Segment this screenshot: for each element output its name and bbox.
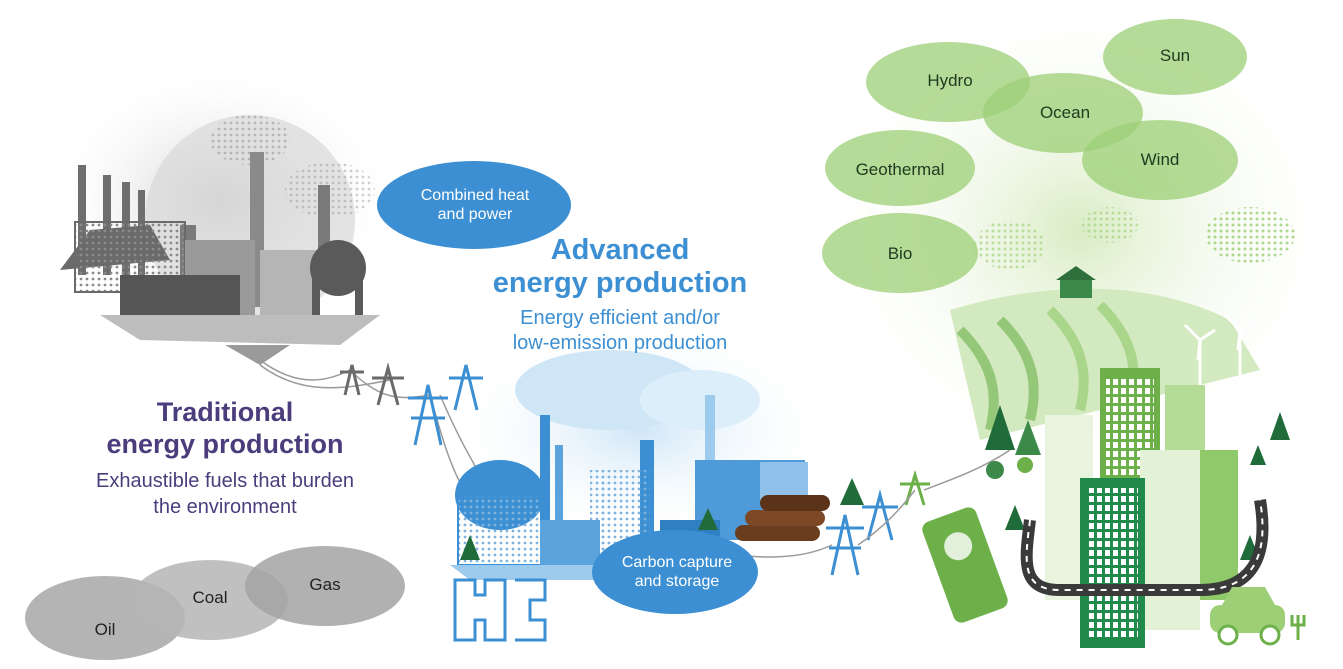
renewable-blob-sun: [1103, 19, 1247, 95]
renewable-blob-bio: [822, 213, 978, 293]
ccs-label-line1: Carbon capture: [621, 554, 733, 571]
advanced-title-line2: energy production: [492, 267, 748, 299]
fuel-label-oil: Oil: [94, 620, 116, 639]
traditional-subtitle: Exhaustible fuels that burden the enviro…: [50, 468, 400, 520]
advanced-title-line1: Advanced: [550, 234, 690, 266]
pylon-green-1: [900, 469, 930, 506]
renewable-city: [919, 266, 1306, 648]
pylon-grey-2: [372, 362, 404, 406]
pylon-grey-1: [340, 364, 364, 396]
chp-label: Combined heat and power: [390, 186, 560, 224]
advanced-subtitle: Energy efficient and/or low-emission pro…: [470, 306, 770, 356]
renewable-blob-geothermal: [825, 130, 975, 206]
chp-label-line1: Combined heat: [420, 187, 530, 204]
underground-pipe-1: [453, 578, 507, 642]
chp-label-line2: and power: [437, 206, 513, 223]
traditional-power-plant: [60, 115, 380, 365]
ccs-label-line2: and storage: [634, 573, 720, 590]
advanced-subtitle-line2: low-emission production: [512, 332, 728, 354]
traditional-subtitle-line2: the environment: [153, 496, 297, 518]
traditional-title-line1: Traditional: [156, 397, 294, 427]
green-cloud-patterns: [975, 207, 1295, 270]
renewable-label-hydro: Hydro: [927, 71, 973, 90]
renewable-blob-wind: [1082, 120, 1238, 200]
advanced-subtitle-line1: Energy efficient and/or: [520, 307, 720, 329]
chp-blob: [377, 161, 571, 249]
renewable-label-bio: Bio: [887, 244, 913, 263]
pylon-blue-3: [826, 514, 864, 576]
traditional-subtitle-line1: Exhaustible fuels that burden: [96, 470, 354, 492]
advanced-title: Advanced energy production: [460, 234, 780, 300]
ccs-label: Carbon capture and storage: [592, 553, 762, 591]
underground-pipe-2: [515, 578, 547, 642]
traditional-title-line2: energy production: [106, 429, 344, 459]
renewable-label-sun: Sun: [1159, 46, 1191, 65]
renewable-label-wind: Wind: [1140, 150, 1180, 169]
pylon-blue-1: [408, 384, 448, 446]
pylon-blue-4: [862, 489, 898, 541]
renewable-label-ocean: Ocean: [1039, 103, 1091, 122]
renewable-label-geothermal: Geothermal: [855, 160, 945, 179]
log-pile: [735, 495, 830, 541]
ccs-blob: [592, 530, 758, 614]
traditional-title: Traditional energy production: [60, 396, 390, 460]
pylon-blue-2: [449, 364, 483, 411]
fuel-label-coal: Coal: [192, 588, 228, 607]
fuel-label-gas: Gas: [309, 575, 341, 594]
fuel-blob-gas: [245, 546, 405, 626]
